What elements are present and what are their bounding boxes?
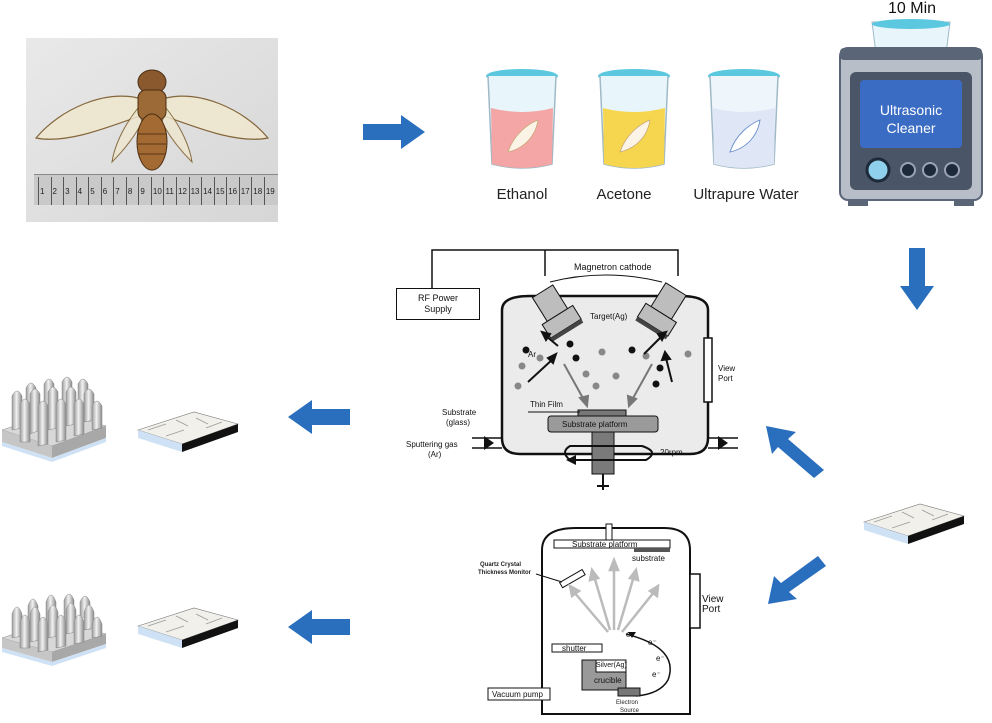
arrow-right-icon bbox=[363, 115, 425, 149]
nanopillar-array-evaporated bbox=[1, 593, 107, 666]
electron-label-2: e⁻ bbox=[648, 638, 657, 647]
ar-label: Ar bbox=[528, 350, 536, 359]
arrow-left-icon bbox=[288, 610, 350, 644]
electron-label-1: e⁻ bbox=[626, 630, 635, 639]
beaker-label-ethanol: Ethanol bbox=[496, 186, 548, 203]
ruler-tick-label: 3 bbox=[63, 177, 75, 205]
ruler-tick-label: 2 bbox=[50, 177, 63, 205]
silver-label: Silver(Ag) bbox=[596, 662, 627, 669]
ruler-tick-label: 1 bbox=[38, 177, 50, 205]
magnetron-label: Magnetron cathode bbox=[574, 262, 652, 272]
ruler-tick-label: 17 bbox=[238, 177, 251, 205]
beaker-label-acetone: Acetone bbox=[596, 186, 652, 203]
beaker-label-ultrapure-water: Ultrapure Water bbox=[693, 186, 799, 203]
arrow-up-left-icon bbox=[766, 426, 824, 478]
ruler-tick-label: 4 bbox=[75, 177, 88, 205]
rpm-label: 20rpm bbox=[660, 448, 683, 457]
gas-label-1: Sputtering gas bbox=[406, 440, 458, 449]
ruler-tick-label: 5 bbox=[88, 177, 100, 205]
substrate-label-2: (glass) bbox=[446, 418, 471, 427]
ruler-tick-label: 9 bbox=[138, 177, 150, 205]
ruler-tick-label: 16 bbox=[226, 177, 238, 205]
ultrasonic-cleaner: Ultrasonic Cleaner bbox=[838, 18, 984, 208]
substrate-slab-lower-left bbox=[137, 607, 239, 648]
qcm-label-1: Quartz Crystal bbox=[480, 562, 522, 568]
cleaner-label-line2: Cleaner bbox=[886, 120, 936, 136]
crucible-label: crucible bbox=[594, 676, 622, 685]
gas-label-2: (Ar) bbox=[428, 450, 442, 459]
ruler-tick-label: 13 bbox=[188, 177, 201, 205]
ruler-tick-label: 12 bbox=[176, 177, 188, 205]
qcm-label-2: Thickness Monitor bbox=[478, 570, 532, 576]
ruler-tick-label: 8 bbox=[125, 177, 138, 205]
thin-film-label: Thin Film bbox=[530, 400, 563, 409]
evap-substrate-label: substrate bbox=[632, 554, 665, 563]
substrate-slab-right bbox=[863, 503, 965, 544]
beaker-ethanol bbox=[480, 64, 564, 172]
arrow-down-left-icon bbox=[768, 556, 826, 604]
sputtering-diagram: Magnetron cathode RF Power Supply Target… bbox=[390, 246, 750, 492]
electron-label-4: e⁻ bbox=[652, 670, 661, 679]
electron-source-label-2: Source bbox=[620, 708, 640, 714]
rf-label-line2: Supply bbox=[424, 304, 452, 314]
beaker-acetone bbox=[592, 64, 676, 172]
rf-power-supply-box: RF Power Supply bbox=[396, 288, 480, 320]
cleaner-time: 10 Min bbox=[888, 0, 937, 17]
substrate-label-1: Substrate bbox=[442, 408, 477, 417]
ruler-tick-label: 19 bbox=[263, 177, 276, 205]
evap-view-label-2: Port bbox=[702, 604, 721, 615]
rf-label-line1: RF Power bbox=[417, 293, 458, 303]
ruler-tick-label: 10 bbox=[150, 177, 163, 205]
ruler-tick-label: 11 bbox=[163, 177, 175, 205]
ruler-tick-label: 14 bbox=[201, 177, 213, 205]
shutter-label: shutter bbox=[562, 644, 587, 653]
vacuum-pump-label: Vacuum pump bbox=[492, 690, 543, 699]
ruler-tick-label: 18 bbox=[251, 177, 263, 205]
substrate-slab-upper-left bbox=[137, 411, 239, 452]
view-port-label-1: View bbox=[718, 364, 736, 373]
electron-label-3: e⁻ bbox=[656, 654, 665, 663]
arrow-down-icon bbox=[900, 248, 934, 310]
evap-platform-label: Substrate platform bbox=[572, 540, 638, 549]
ruler-tick-label: 7 bbox=[113, 177, 125, 205]
nanopillar-array-sputtered bbox=[1, 376, 107, 462]
ruler-tick-label: 6 bbox=[100, 177, 113, 205]
arrow-left-icon bbox=[288, 400, 350, 434]
platform-label: Substrate platform bbox=[562, 420, 628, 429]
target-label: Target(Ag) bbox=[590, 312, 628, 321]
ruler-tick-label: 15 bbox=[213, 177, 226, 205]
cleaner-label-line1: Ultrasonic bbox=[879, 102, 943, 118]
electron-source-label-1: Electron bbox=[616, 700, 639, 706]
evap-view-label-1: View bbox=[702, 594, 724, 605]
evaporation-diagram: Substrate platform substrate Quartz Crys… bbox=[476, 520, 736, 718]
view-port-label-2: Port bbox=[718, 374, 733, 383]
beaker-ultrapure-water bbox=[702, 64, 786, 172]
